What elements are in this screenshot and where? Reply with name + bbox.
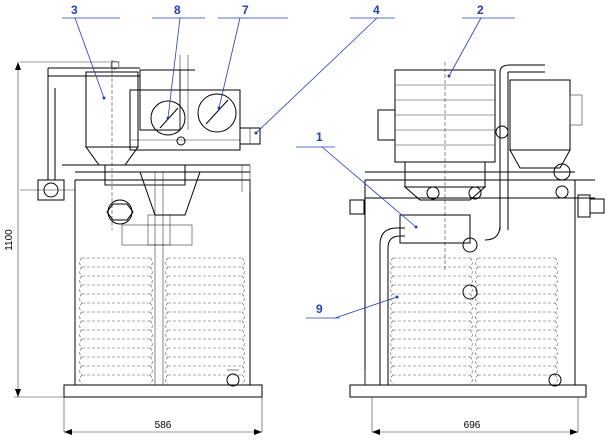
callout-9: 9 [306,295,399,319]
callout-4: 4 [254,3,395,135]
coil-loop [165,284,245,295]
coil-loop [390,257,473,268]
coil-loop [165,302,245,313]
coil-loop [79,374,153,385]
coil-loop [165,266,245,277]
coil-loop [390,356,473,367]
dimension-front-width: 586 [64,420,262,435]
coil-loop [79,365,153,376]
coil-loop [475,311,558,322]
coil-loop [390,320,473,331]
coil-loop [165,320,245,331]
callout-2: 2 [447,3,515,78]
coil-loop [390,275,473,286]
coil-loop [79,347,153,358]
coil-loop [165,338,245,349]
dimension-label-front-width: 586 [155,420,172,431]
coil-loop [165,329,245,340]
callout-3: 3 [62,3,120,100]
coil-loop [165,275,245,286]
coil-bundle-front-right [165,257,245,385]
coil-loop [165,356,245,367]
coil-loop [475,320,558,331]
coil-loop [390,365,473,376]
dimension-side-width: 696 [372,420,578,435]
coil-loop [390,302,473,313]
coil-loop [475,284,558,295]
callout-label-1: 1 [316,130,323,144]
coil-loop [475,338,558,349]
coil-loop [79,302,153,313]
coil-loop [390,374,473,385]
coil-bundle-side-left [390,257,473,385]
coil-loop [79,284,153,295]
coil-loop [475,266,558,277]
callout-label-2: 2 [477,3,484,17]
coil-loop [165,293,245,304]
dimension-label-side-width: 696 [464,420,481,431]
coil-loop [390,284,473,295]
coil-loop [79,275,153,286]
coil-loop [79,311,153,322]
coil-loop [79,257,153,268]
callout-label-4: 4 [373,3,380,17]
coil-loop [165,365,245,376]
dimension-height: 1100 [4,62,64,398]
coil-loop [390,266,473,277]
coil-loop [475,374,558,385]
coil-loop [390,347,473,358]
coil-bundle-side-right [475,257,558,385]
coil-loop [165,311,245,322]
dimension-label-height: 1100 [4,229,15,251]
callout-7: 7 [217,3,288,110]
coil-loop [475,302,558,313]
front-view [20,55,263,432]
coil-loop [475,293,558,304]
coil-loop [475,275,558,286]
coil-loop [79,320,153,331]
coil-bundle-front-left [79,257,153,385]
coil-loop [165,257,245,268]
side-view [349,62,605,432]
callout-label-8: 8 [174,3,181,17]
coil-loop [475,329,558,340]
coil-loop [79,293,153,304]
coil-loop [475,365,558,376]
coil-loop [390,311,473,322]
callout-label-3: 3 [71,3,78,17]
coil-loop [165,374,245,385]
callout-1: 1 [296,130,418,229]
coil-loop [79,338,153,349]
coil-loop [390,329,473,340]
coil-loop [390,293,473,304]
coil-loop [475,356,558,367]
coil-loop [165,347,245,358]
callout-label-9: 9 [316,302,323,316]
coil-loop [475,257,558,268]
coil-loop [79,329,153,340]
callout-label-7: 7 [242,3,249,17]
coil-loop [79,266,153,277]
coil-loop [390,338,473,349]
callout-8: 8 [152,3,205,120]
coil-loop [79,356,153,367]
coil-loop [475,347,558,358]
